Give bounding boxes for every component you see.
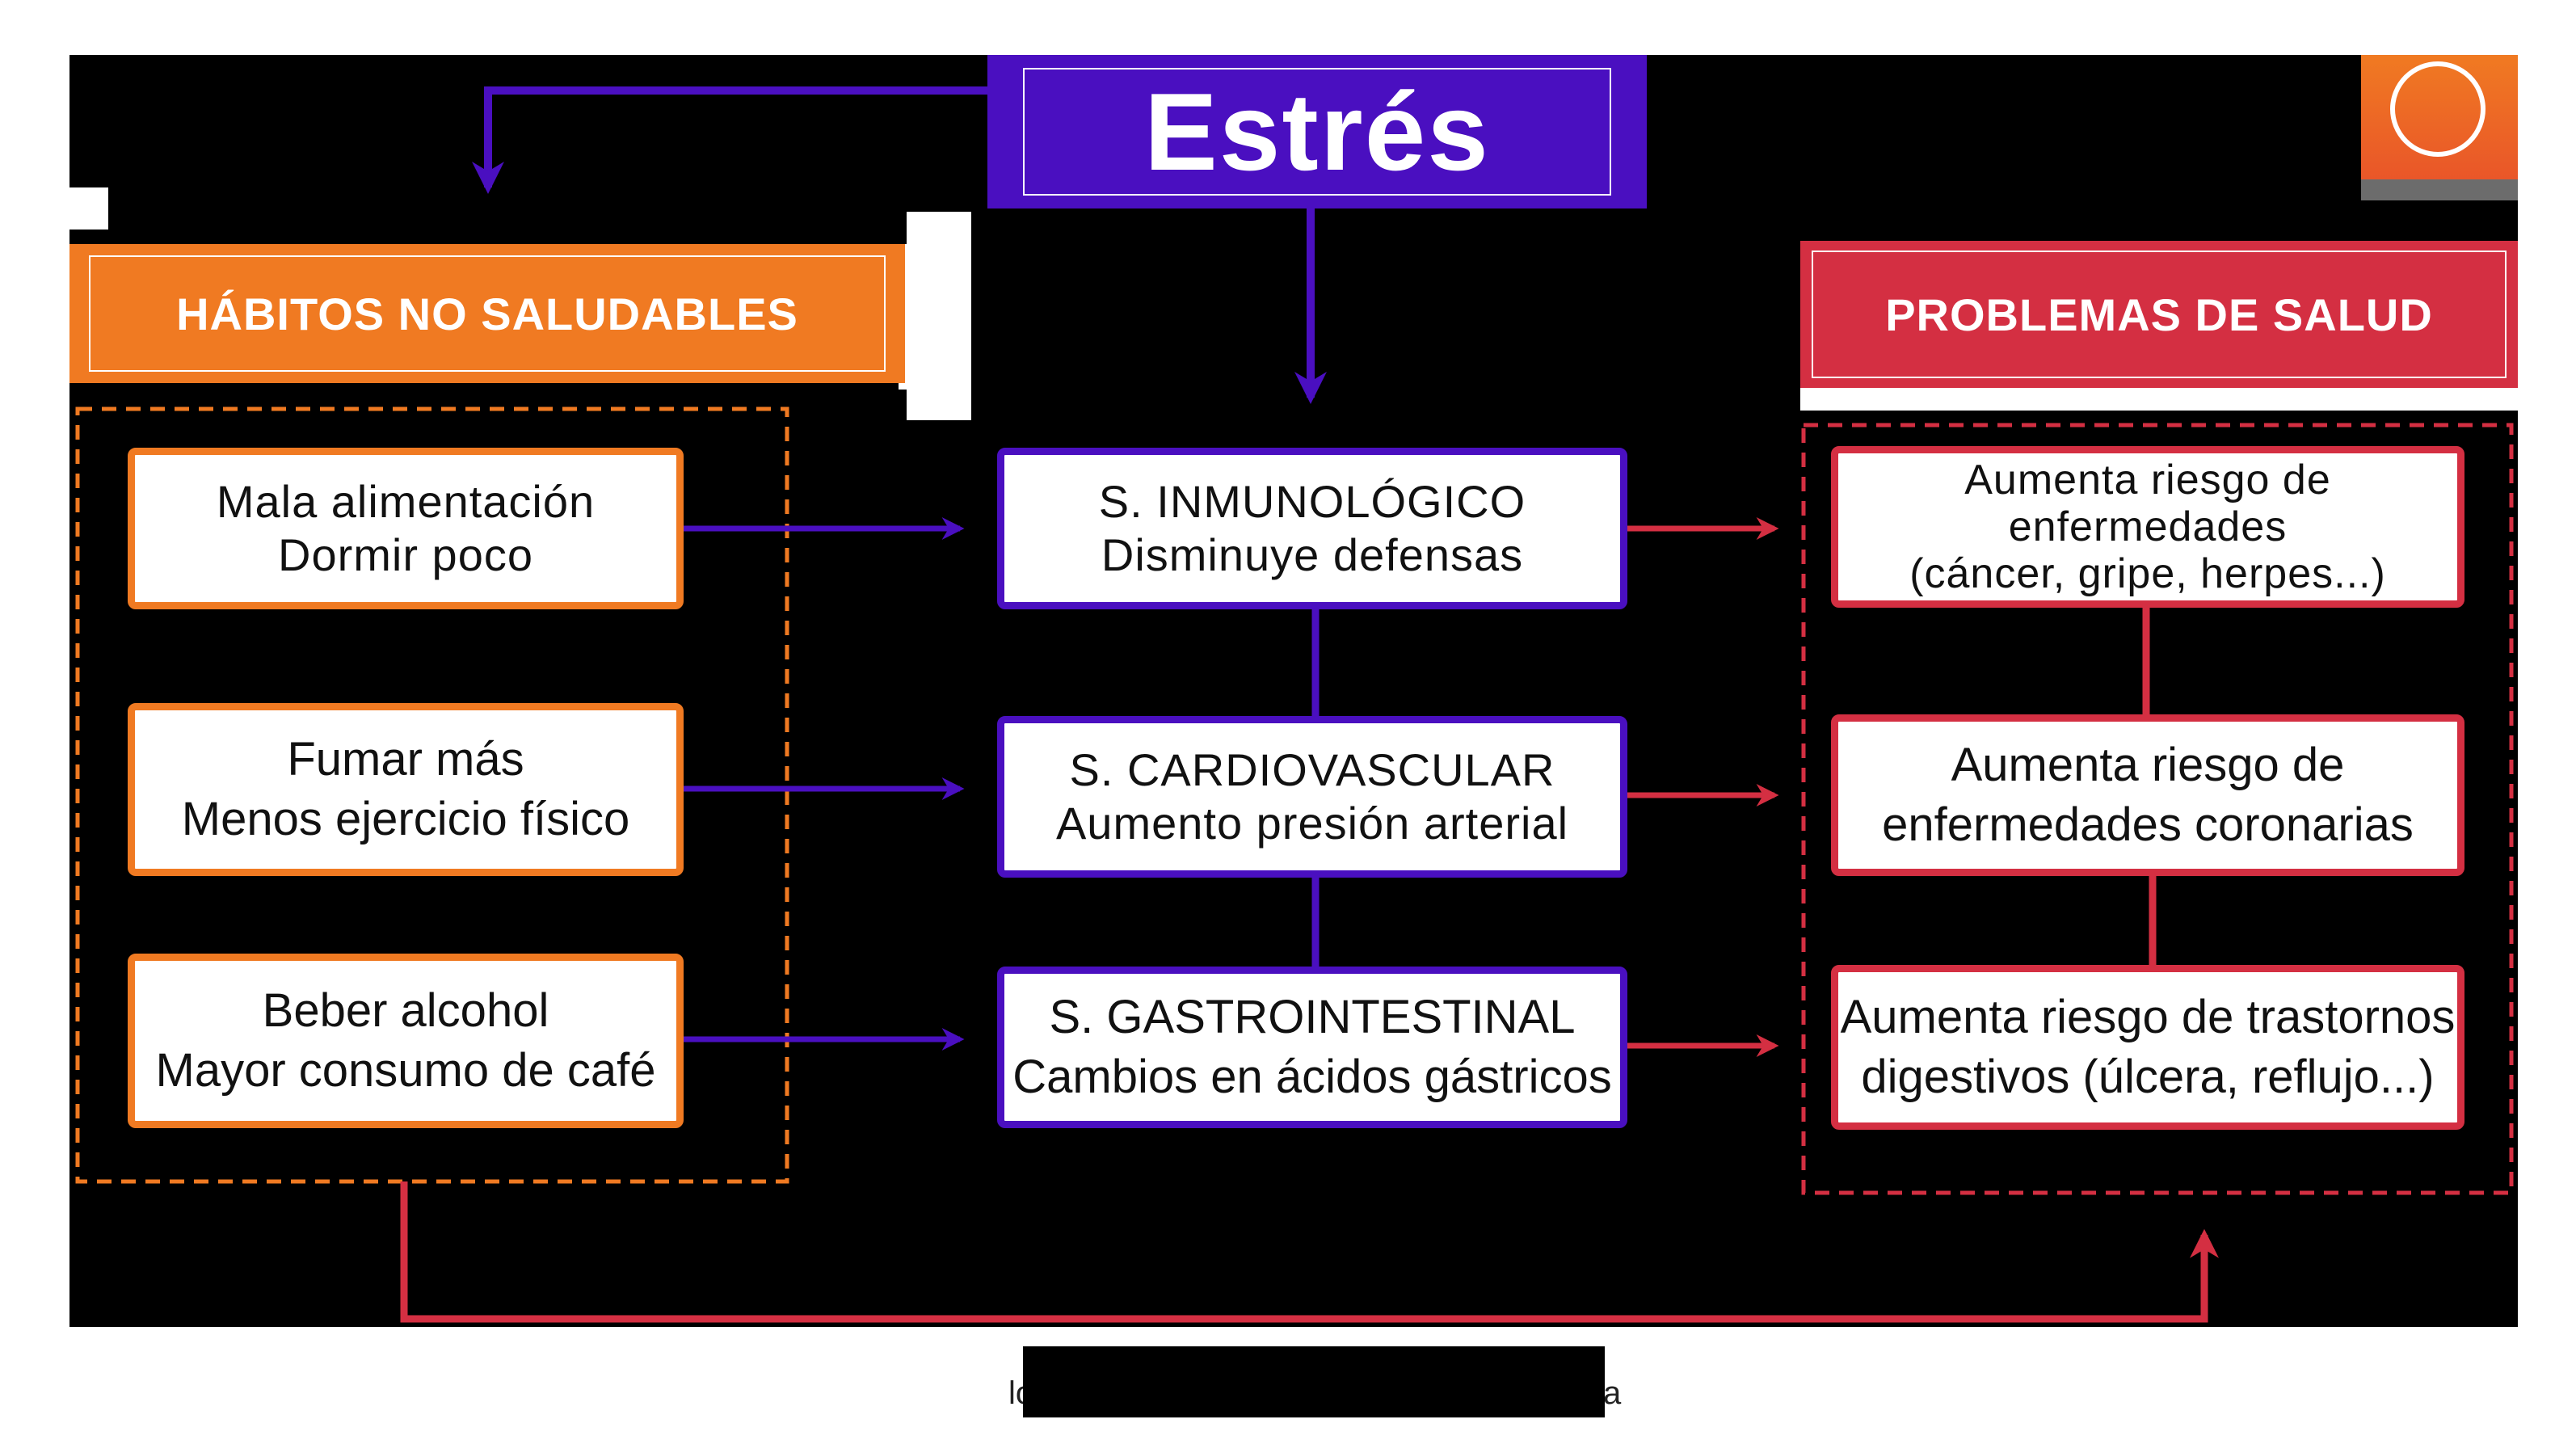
brain-logo bbox=[2361, 55, 2518, 200]
system-3-line-2: Cambios en ácidos gástricos bbox=[1012, 1051, 1612, 1103]
problem-box-1: Aumenta riesgo de enfermedades (cáncer, … bbox=[1831, 446, 2464, 608]
stress-title-box: Estrés bbox=[987, 55, 1647, 208]
system-1-line-2: Disminuye defensas bbox=[1101, 529, 1524, 580]
problems-header: PROBLEMAS DE SALUD bbox=[1800, 241, 2518, 388]
habit-2-line-2: Menos ejercicio físico bbox=[181, 793, 630, 845]
problem-1-line-2: enfermedades bbox=[2008, 503, 2288, 550]
brain-icon bbox=[2390, 61, 2486, 157]
problem-box-3: Aumenta riesgo de trastornos digestivos … bbox=[1831, 965, 2464, 1130]
problems-header-label: PROBLEMAS DE SALUD bbox=[1812, 251, 2507, 378]
problem-1-line-3: (cáncer, gripe, herpes...) bbox=[1909, 550, 2386, 597]
habit-3-line-1: Beber alcohol bbox=[262, 984, 549, 1037]
habits-header: HÁBITOS NO SALUDABLES bbox=[69, 244, 905, 383]
habit-1-line-1: Mala alimentación bbox=[216, 476, 596, 527]
panel-cutout bbox=[69, 187, 108, 230]
problem-3-line-1: Aumenta riesgo de trastornos bbox=[1840, 991, 2456, 1043]
system-2-line-1: S. CARDIOVASCULAR bbox=[1069, 744, 1555, 795]
problem-2-line-2: enfermedades coronarias bbox=[1882, 798, 2414, 851]
system-1-line-1: S. INMUNOLÓGICO bbox=[1098, 476, 1526, 527]
problem-2-line-1: Aumenta riesgo de bbox=[1951, 739, 2345, 791]
system-box-cardiovascular: S. CARDIOVASCULAR Aumento presión arteri… bbox=[997, 716, 1627, 878]
panel-cutout bbox=[899, 244, 947, 390]
habit-box-3: Beber alcohol Mayor consumo de café bbox=[128, 954, 684, 1128]
system-2-line-2: Aumento presión arterial bbox=[1055, 798, 1569, 849]
system-3-line-1: S. GASTROINTESTINAL bbox=[1049, 991, 1576, 1043]
problem-3-line-2: digestivos (úlcera, reflujo...) bbox=[1861, 1051, 2435, 1103]
problem-box-2: Aumenta riesgo de enfermedades coronaria… bbox=[1831, 714, 2464, 876]
footer-redaction-bar bbox=[1023, 1346, 1605, 1417]
habit-1-line-2: Dormir poco bbox=[278, 529, 533, 580]
habit-2-line-1: Fumar más bbox=[287, 733, 524, 785]
habit-box-1: Mala alimentación Dormir poco bbox=[128, 448, 684, 609]
problems-group-frame bbox=[1801, 423, 2514, 1195]
habits-header-label: HÁBITOS NO SALUDABLES bbox=[89, 255, 886, 372]
system-box-gastrointestinal: S. GASTROINTESTINAL Cambios en ácidos gá… bbox=[997, 967, 1627, 1128]
footer-text-right: a bbox=[1603, 1375, 1622, 1411]
arrow-habits-to-problems bbox=[400, 1181, 2219, 1323]
logo-bar bbox=[2361, 179, 2518, 200]
habit-3-line-2: Mayor consumo de café bbox=[155, 1044, 656, 1097]
stress-title: Estrés bbox=[1023, 68, 1611, 196]
system-box-immune: S. INMUNOLÓGICO Disminuye defensas bbox=[997, 448, 1627, 609]
habit-box-2: Fumar más Menos ejercicio físico bbox=[128, 703, 684, 876]
arrow-title-to-habits bbox=[472, 86, 987, 194]
panel-cutout bbox=[1800, 388, 2518, 411]
problem-1-line-1: Aumenta riesgo de bbox=[1964, 457, 2331, 503]
habits-group-frame bbox=[75, 406, 789, 1184]
